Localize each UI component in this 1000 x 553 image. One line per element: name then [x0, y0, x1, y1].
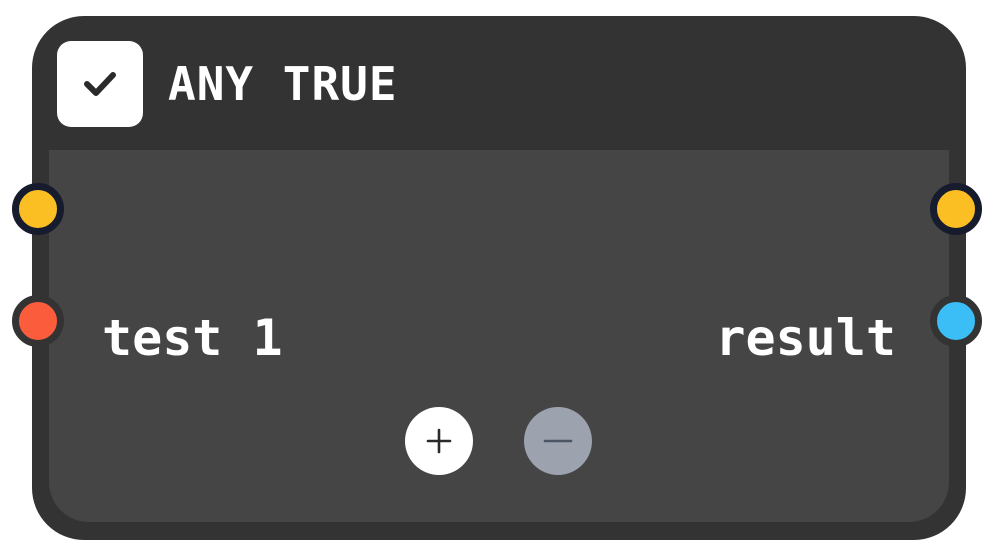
remove-input-button[interactable] — [524, 407, 592, 475]
any-true-node[interactable]: ANY TRUE test 1 result — [32, 16, 966, 540]
node-header[interactable]: ANY TRUE — [32, 16, 966, 150]
checkmark-icon — [57, 41, 143, 127]
minus-icon — [543, 439, 573, 443]
add-input-button[interactable] — [405, 407, 473, 475]
node-title: ANY TRUE — [168, 57, 398, 111]
node-body: test 1 result — [49, 150, 949, 522]
output-label-result: result — [715, 309, 896, 367]
input-label-test-1: test 1 — [102, 309, 283, 367]
plus-icon — [426, 428, 452, 454]
flow-input-port[interactable] — [12, 183, 64, 235]
output-port-result[interactable] — [930, 295, 982, 347]
flow-output-port[interactable] — [930, 183, 982, 235]
input-port-test-1[interactable] — [12, 295, 64, 347]
